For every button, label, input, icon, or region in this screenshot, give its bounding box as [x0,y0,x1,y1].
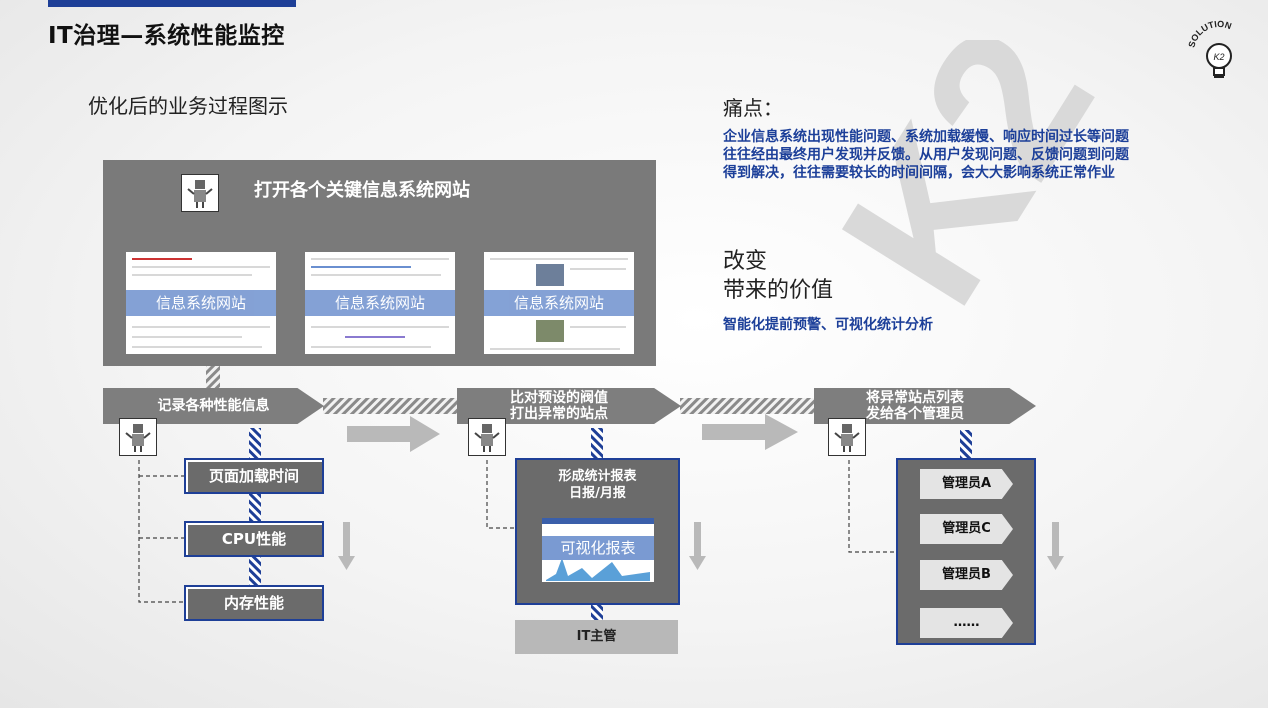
page-title: IT治理—系统性能监控 [48,23,285,49]
k2-watermark: K2 [840,40,1137,320]
top-panel-title: 打开各个关键信息系统网站 [254,180,470,201]
pain-heading: 痛点： [723,96,783,120]
blue-connector-6 [960,430,972,458]
site-thumbnail-1: 信息系统网站 [126,252,276,354]
logo-mark: K2 [1213,52,1224,62]
page-subtitle: 优化后的业务过程图示 [88,94,288,118]
top-accent-bar [48,0,296,7]
change-heading: 改变 带来的价值 [723,247,833,305]
stage3-label-line1: 将异常站点列表 [866,390,964,406]
it-manager: IT主管 [515,620,678,654]
site-label: 信息系统网站 [305,290,455,316]
solution-bulb-logo: SOLUTION K2 [1186,19,1233,78]
blue-connector-1 [249,428,261,458]
blue-connector-4 [591,428,603,458]
stage2-label-line1: 比对预设的阀值 [510,390,608,406]
robot-icon [119,418,157,456]
blue-connector-3 [249,557,261,585]
robot-icon [181,174,219,212]
report-thumbnail: 可视化报表 [542,518,654,582]
manager-item: 管理员A [920,469,1013,499]
arrow-down-1 [338,522,355,570]
site-label: 信息系统网站 [484,290,634,316]
report-heading: 形成统计报表 日报/月报 [517,468,678,502]
connector-stage1-stage2 [323,398,459,414]
metric-memory: 内存性能 [184,585,324,621]
arrow-right-1 [347,416,440,452]
site-thumbnail-2: 信息系统网站 [305,252,455,354]
arrow-right-2 [702,414,798,450]
robot-icon [828,418,866,456]
change-heading-line2: 带来的价值 [723,278,834,303]
manager-item: 管理员B [920,560,1013,590]
stage3-label-line2: 发给各个管理员 [866,406,964,422]
metric-cpu: CPU性能 [184,521,324,557]
change-text: 智能化提前预警、可视化统计分析 [723,317,933,333]
manager-item: …… [920,608,1013,638]
blue-connector-5 [591,605,603,621]
manager-panel: 管理员A 管理员C 管理员B …… [896,458,1036,645]
blue-connector-2 [249,493,261,521]
stage2-label-line2: 打出异常的站点 [510,406,608,422]
report-panel: 形成统计报表 日报/月报 可视化报表 [515,458,680,605]
arrow-down-3 [1047,522,1064,570]
connector-panel-stage1 [206,366,220,388]
report-band: 可视化报表 [542,536,654,560]
report-heading-line2: 日报/月报 [569,486,626,501]
change-heading-line1: 改变 [723,249,768,274]
stage1-label-text: 记录各种性能信息 [157,398,270,414]
manager-item: 管理员C [920,514,1013,544]
site-label: 信息系统网站 [126,290,276,316]
robot-icon [468,418,506,456]
arrow-down-2 [689,522,706,570]
pain-text: 企业信息系统出现性能问题、系统加载缓慢、响应时间过长等问题往往经由最终用户发现并… [723,129,1129,181]
metric-page-load: 页面加载时间 [184,458,324,494]
site-thumbnail-3: 信息系统网站 [484,252,634,354]
report-heading-line1: 形成统计报表 [558,469,637,484]
connector-stage2-stage3 [680,398,815,414]
